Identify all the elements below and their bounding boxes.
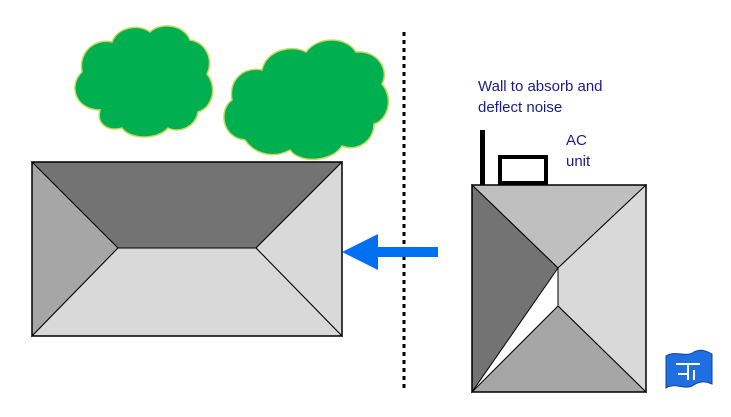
- left-arrow-icon: [342, 234, 438, 270]
- tree-left: [74, 25, 214, 138]
- tree-right: [223, 39, 390, 161]
- noise-wall: [480, 130, 485, 185]
- left-house-roof: [30, 160, 344, 338]
- ac-unit: [498, 155, 548, 185]
- wall-label: Wall to absorb and deflect noise: [478, 78, 603, 116]
- right-house-roof: [470, 183, 648, 394]
- ac-unit-label: AC unit: [566, 132, 591, 170]
- blueprint-logo-icon: [665, 349, 713, 389]
